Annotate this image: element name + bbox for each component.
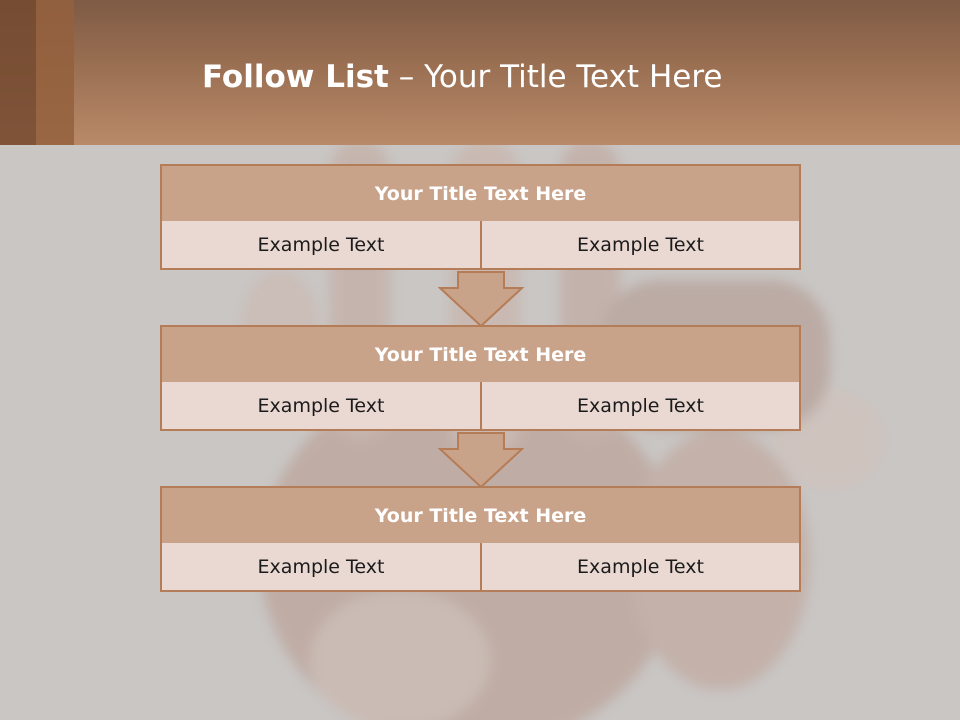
down-arrow-icon [438,271,524,328]
header-stripe-dark [0,0,36,145]
list-block-3: Your Title Text Here Example Text Exampl… [160,486,801,594]
block-cell-left: Example Text [160,543,482,592]
block-cell-right: Example Text [480,221,801,270]
list-block-1: Your Title Text Here Example Text Exampl… [160,164,801,272]
header-band: Follow List – Your Title Text Here [0,0,960,145]
block-title: Your Title Text Here [160,325,801,384]
slide-title-rest: – Your Title Text Here [388,59,723,95]
down-arrow-icon [438,432,524,489]
block-cell-left: Example Text [160,382,482,431]
list-block-2: Your Title Text Here Example Text Exampl… [160,325,801,433]
slide-title: Follow List – Your Title Text Here [202,52,722,102]
slide-title-bold: Follow List [202,59,389,95]
block-cell-left: Example Text [160,221,482,270]
block-cell-right: Example Text [480,543,801,592]
header-stripe-light [36,0,74,145]
block-title: Your Title Text Here [160,486,801,545]
block-title: Your Title Text Here [160,164,801,223]
block-cell-right: Example Text [480,382,801,431]
